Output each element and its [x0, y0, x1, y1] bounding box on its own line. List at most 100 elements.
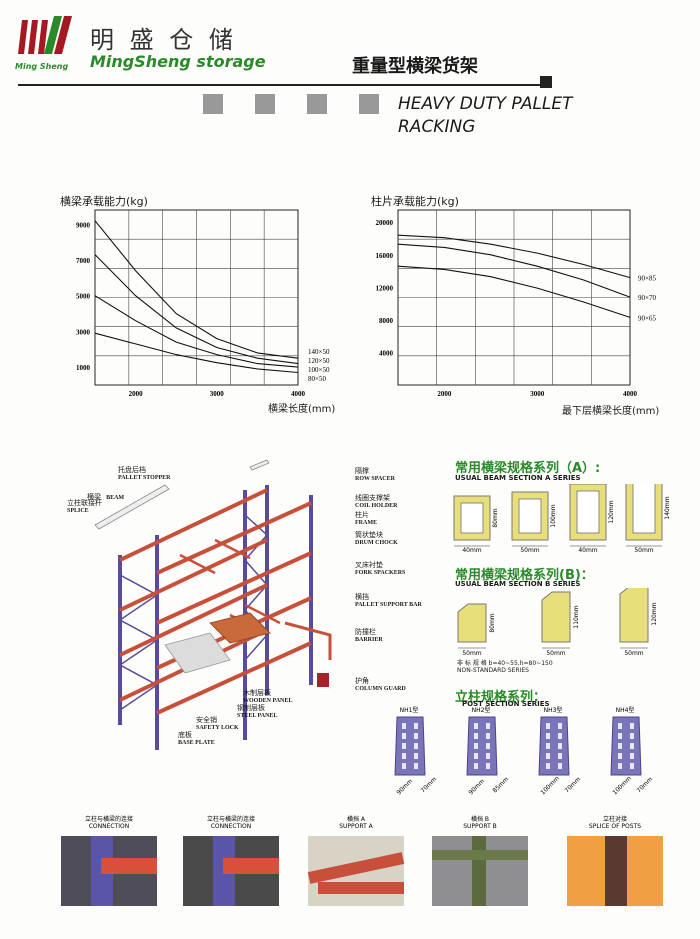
- deco-square: [255, 94, 275, 114]
- post-slot: [414, 763, 418, 769]
- beam-b-height: 80mm: [489, 613, 496, 632]
- beam-b-profile: [619, 585, 649, 643]
- title-cn: 重量型横梁货架: [352, 56, 478, 77]
- beam-b-height: 120mm: [651, 602, 658, 625]
- series-line: [94, 332, 299, 374]
- post-title-en: POST SECTION SERIES: [462, 700, 550, 708]
- x-tick-label: 3000: [210, 390, 225, 398]
- post-slot: [486, 753, 490, 759]
- series-line: [397, 265, 631, 318]
- post-slot: [618, 723, 622, 729]
- post-slot: [486, 743, 490, 749]
- post-slot: [558, 743, 562, 749]
- photo-caption-cn: 立柱对接: [603, 815, 627, 823]
- photo-post: [605, 836, 627, 906]
- beam-profile-inner: [632, 482, 656, 534]
- beam-b-width: 50mm: [546, 650, 565, 657]
- photo-beam: [318, 882, 404, 894]
- beam-profile-inner: [518, 498, 542, 534]
- y-tick-label: 12000: [376, 284, 394, 292]
- photo-caption-en: CONNECTION: [89, 823, 130, 830]
- post-dim-1: 90mm: [467, 778, 486, 797]
- beam-b-profile: [457, 603, 487, 643]
- series-label: 100×50: [308, 366, 330, 374]
- y-tick-label: 9000: [76, 221, 91, 229]
- header-rule: [18, 84, 548, 86]
- post-slot: [474, 763, 478, 769]
- y-tick-label: 3000: [76, 328, 91, 336]
- y-tick-label: 7000: [76, 257, 91, 265]
- beam-a-title-en: USUAL BEAM SECTION A SERIES: [455, 474, 581, 482]
- x-tick-label: 3000: [530, 390, 545, 398]
- beam-a-height: 140mm: [664, 496, 671, 519]
- beam-a-title-cn: 常用横梁规格系列（A）:: [455, 461, 601, 476]
- series-line: [94, 295, 299, 368]
- beam-profile-inner: [460, 502, 484, 534]
- x-tick-label: 2000: [129, 390, 144, 398]
- photo-beam: [223, 858, 279, 874]
- photo-beam: [307, 852, 405, 884]
- post-profile: [610, 716, 642, 776]
- deco-square: [307, 94, 327, 114]
- post-dim-2: 70mm: [563, 776, 582, 795]
- post-slot: [558, 753, 562, 759]
- post-name: NH3型: [544, 706, 563, 714]
- chart2-title: 柱片承载能力(kg): [371, 195, 459, 208]
- series-label: 90×65: [638, 314, 656, 322]
- post-dim-2: 70mm: [635, 776, 654, 795]
- photo-caption-cn: 立柱与横梁的连接: [85, 815, 133, 823]
- post-slot: [630, 733, 634, 739]
- series-label: 140×50: [308, 348, 330, 356]
- post-slot: [618, 733, 622, 739]
- series-line: [94, 254, 299, 365]
- title-en-1: HEAVY DUTY PALLET: [398, 94, 573, 114]
- beam-a-height: 80mm: [492, 508, 499, 527]
- post-slot: [546, 763, 550, 769]
- post-slot: [618, 763, 622, 769]
- series-line: [397, 243, 631, 298]
- y-tick-label: 8000: [379, 317, 394, 325]
- post-slot: [474, 743, 478, 749]
- post-slot: [546, 733, 550, 739]
- post-slot: [558, 723, 562, 729]
- post-slot: [630, 763, 634, 769]
- post-slot: [474, 753, 478, 759]
- y-tick-label: 5000: [76, 293, 91, 301]
- beam-a-width: 50mm: [520, 547, 539, 554]
- series-line: [94, 220, 299, 359]
- brand-cn: 明 盛 仓 储: [90, 26, 237, 54]
- post-slot: [546, 753, 550, 759]
- beam-b-height: 110mm: [573, 605, 580, 628]
- chart1-xlabel: 横梁长度(mm): [268, 404, 336, 415]
- beam-b-profile: [541, 591, 571, 643]
- post-slot: [414, 753, 418, 759]
- y-tick-label: 20000: [376, 219, 394, 227]
- post-slot: [486, 723, 490, 729]
- post-dim-1: 90mm: [395, 778, 414, 797]
- post-slot: [402, 753, 406, 759]
- post-slot: [402, 743, 406, 749]
- post-name: NH1型: [400, 706, 419, 714]
- x-tick-label: 4000: [623, 390, 638, 398]
- logo-caption: Ming Sheng: [15, 62, 69, 71]
- series-label: 120×50: [308, 357, 330, 365]
- y-tick-label: 4000: [379, 349, 394, 357]
- beam-a-height: 120mm: [608, 500, 615, 523]
- post-slot: [630, 753, 634, 759]
- beam-b-title-en: USUAL BEAM SECTION B SERIES: [455, 580, 581, 588]
- post-name: NH4型: [616, 706, 635, 714]
- post-slot: [558, 733, 562, 739]
